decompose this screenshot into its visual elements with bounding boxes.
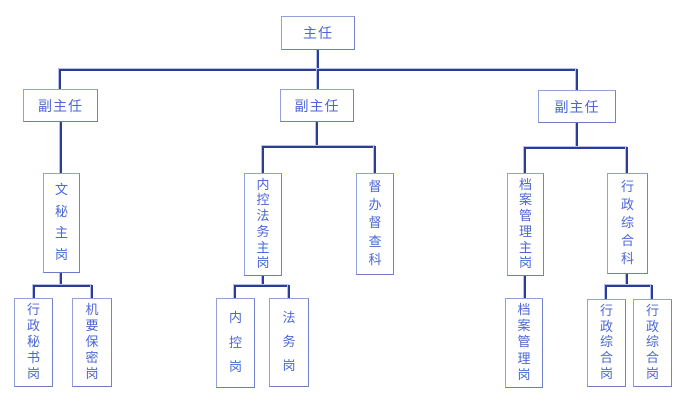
connector-line [59, 69, 61, 90]
org-node-admin-general-1: 行政综合岗 [587, 299, 626, 387]
connector-line [317, 50, 319, 70]
org-node-deputy-right: 副主任 [538, 90, 616, 123]
connector-line [651, 285, 653, 300]
connector-line [605, 285, 607, 300]
org-node-deputy-middle: 副主任 [280, 89, 354, 122]
org-node-admin-secretary: 行政秘书岗 [14, 298, 53, 387]
connector-line [576, 69, 578, 91]
connector-line [605, 285, 653, 287]
connector-line [524, 147, 628, 149]
connector-line [234, 285, 290, 287]
org-node-deputy-left: 副主任 [23, 89, 98, 122]
connector-line [626, 273, 628, 286]
org-node-label: 副主任 [294, 98, 340, 115]
org-node-supervision-section: 督办督查科 [356, 173, 394, 275]
connector-line [374, 146, 376, 174]
org-node-confidential-security: 机要保密岗 [72, 298, 112, 387]
org-node-archives-mgmt: 档案管理岗 [505, 298, 543, 388]
connector-line [262, 146, 376, 148]
connector-line [262, 146, 264, 174]
org-node-director: 主任 [281, 16, 355, 50]
org-node-label: 副主任 [38, 98, 83, 115]
org-node-label: 副主任 [554, 99, 600, 116]
connector-line [33, 285, 93, 287]
connector-line [316, 122, 318, 148]
connector-line [576, 123, 578, 149]
org-node-label: 主任 [303, 26, 333, 42]
connector-line [288, 285, 290, 299]
org-node-secretarial-chief: 文秘主岗 [43, 173, 80, 273]
connector-line [524, 275, 526, 299]
connector-line [626, 147, 628, 174]
org-node-legal-affairs: 法务岗 [269, 298, 309, 387]
org-node-admin-general-section: 行政综合科 [607, 173, 648, 274]
connector-line [60, 121, 62, 174]
org-node-internal-control: 内控岗 [216, 298, 255, 388]
connector-line [60, 272, 62, 287]
connector-line [91, 285, 93, 299]
connector-line [234, 285, 236, 299]
connector-line [524, 147, 526, 174]
connector-line [33, 285, 35, 299]
org-node-admin-general-2: 行政综合岗 [633, 299, 672, 387]
connector-line [262, 275, 264, 287]
org-node-archives-mgmt-chief: 档案管理主岗 [507, 173, 544, 276]
connector-line [317, 69, 319, 90]
org-node-internal-control-legal-chief: 内控法务主岗 [244, 173, 282, 276]
